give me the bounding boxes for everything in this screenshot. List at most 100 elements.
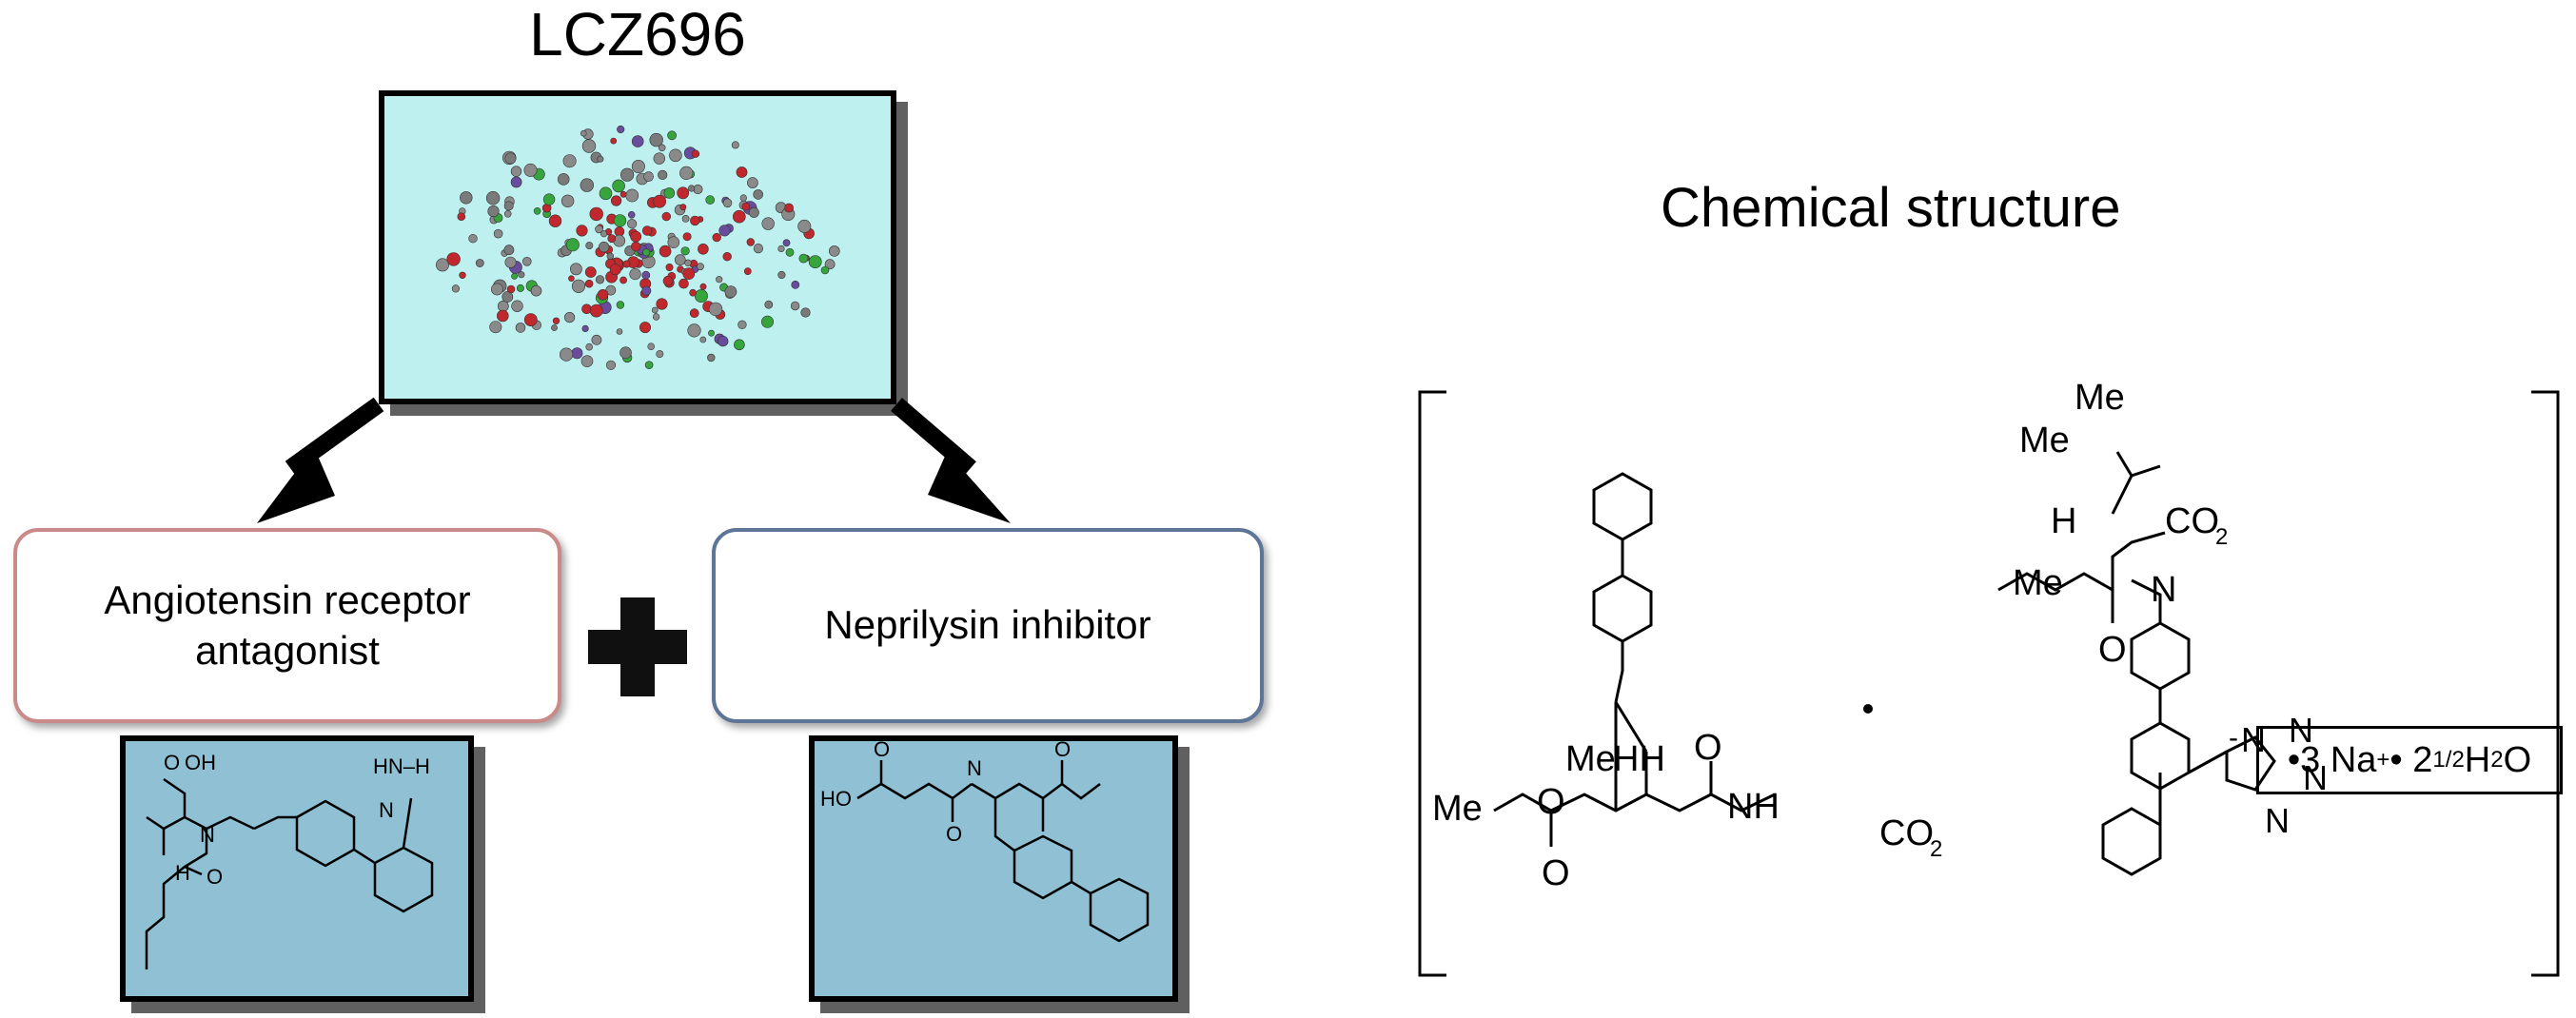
atom-ball	[616, 301, 625, 309]
atom-ball	[653, 152, 665, 165]
sacubitril-o-label: O	[874, 741, 890, 761]
label-o-amide-right: O	[2098, 630, 2127, 670]
atom-ball	[777, 270, 786, 280]
atom-ball	[747, 177, 758, 188]
atom-ball	[511, 300, 523, 312]
atom-ball	[641, 225, 653, 236]
atom-ball	[798, 253, 809, 264]
atom-ball	[690, 215, 700, 226]
atom-ball	[576, 225, 588, 237]
atom-ball	[564, 312, 576, 323]
atom-ball	[485, 190, 501, 206]
label-tetrazole-n3: N	[2303, 758, 2328, 797]
atom-ball	[631, 160, 645, 174]
atom-ball	[737, 320, 747, 330]
atom-ball	[699, 283, 707, 290]
lcz696-title: LCZ696	[529, 0, 746, 69]
atom-ball	[674, 254, 686, 265]
atom-ball	[663, 187, 676, 199]
atom-ball	[580, 129, 587, 137]
atom-ball	[584, 279, 594, 288]
neprilysin-inhibitor-box: Neprilysin inhibitor	[712, 528, 1264, 723]
atom-ball	[662, 275, 674, 286]
atom-ball	[518, 271, 525, 279]
atom-ball	[459, 271, 466, 280]
atom-ball	[658, 169, 668, 180]
atom-ball	[678, 278, 689, 289]
arrow-left-shaft	[285, 397, 384, 476]
atom-ball	[504, 152, 517, 165]
atom-ball	[743, 267, 752, 275]
atom-ball	[497, 309, 509, 323]
label-me-top: Me	[2019, 421, 2070, 460]
atom-ball	[641, 270, 651, 280]
atom-ball	[627, 211, 636, 219]
atom-ball	[639, 322, 651, 334]
valsartan-tetrazole-n-label: N	[379, 798, 394, 822]
atom-ball	[446, 252, 461, 266]
atom-ball	[643, 171, 654, 182]
atom-ball	[722, 252, 732, 262]
atom-ball	[597, 289, 609, 301]
atom-ball	[599, 186, 613, 201]
label-n-amide: N	[2151, 570, 2176, 610]
label-tetrazole-n2: N	[2289, 711, 2313, 750]
atom-ball	[782, 239, 791, 247]
atom-ball	[581, 139, 597, 153]
atom-ball	[612, 179, 625, 193]
atom-ball	[667, 236, 680, 248]
atom-ball	[679, 204, 687, 211]
atom-ball	[656, 298, 668, 310]
atom-ball	[689, 308, 699, 319]
atom-ball	[691, 149, 700, 158]
arb-label-line2: antagonist	[195, 627, 380, 673]
atom-ball	[718, 225, 731, 237]
atom-ball	[493, 228, 503, 239]
atom-ball	[707, 353, 716, 362]
atom-ball	[652, 313, 660, 321]
angiotensin-receptor-antagonist-box: Angiotensin receptor antagonist	[13, 528, 561, 723]
label-hh: HH	[1613, 739, 1665, 779]
atom-ball	[753, 189, 764, 200]
atom-ball	[487, 205, 500, 218]
atom-ball	[557, 173, 570, 186]
atom-ball	[697, 263, 704, 271]
salt-plus: +	[2376, 747, 2390, 773]
atom-ball	[585, 242, 594, 250]
salt-na: •3 Na	[2287, 739, 2377, 780]
atom-ball	[699, 336, 707, 343]
atom-ball	[542, 193, 556, 206]
atom-ball	[571, 279, 586, 293]
atom-ball	[734, 339, 745, 351]
salt-water-sub: 2	[2490, 747, 2504, 773]
valsartan-hnh-label: HN–H	[373, 754, 430, 778]
atom-ball	[560, 194, 575, 208]
atom-ball	[552, 317, 560, 325]
atom-ball	[565, 238, 580, 252]
label-carbonyl-o: O	[1542, 853, 1570, 893]
biphenyl-ring-3	[2101, 807, 2162, 876]
atom-ball	[606, 252, 615, 260]
atom-ball	[562, 154, 577, 168]
sacubitril-structure: O HO O N O	[820, 737, 1150, 943]
salt-dot	[1863, 704, 1873, 714]
atom-ball	[548, 214, 562, 227]
atom-ball	[656, 350, 664, 359]
atom-ball	[777, 245, 785, 253]
label-tetrazole-n4: N	[2265, 801, 2290, 840]
label-me-top2: Me	[2075, 381, 2125, 418]
atom-ball	[504, 256, 517, 268]
atom-ball	[790, 301, 800, 311]
label-me-branch: Me	[1565, 739, 1616, 779]
atom-ball	[515, 323, 526, 333]
atom-ball	[451, 284, 460, 293]
atom-ball	[610, 137, 618, 145]
atom-ball	[748, 206, 759, 218]
sacubitril-structure-panel: O HO O N O	[809, 735, 1178, 1002]
atom-ball	[667, 130, 677, 141]
atom-ball	[736, 166, 748, 178]
biphenyl-ring-1	[2130, 621, 2191, 691]
atom-ball	[791, 280, 800, 289]
atom-ball	[784, 203, 794, 213]
atom-ball	[489, 321, 502, 334]
